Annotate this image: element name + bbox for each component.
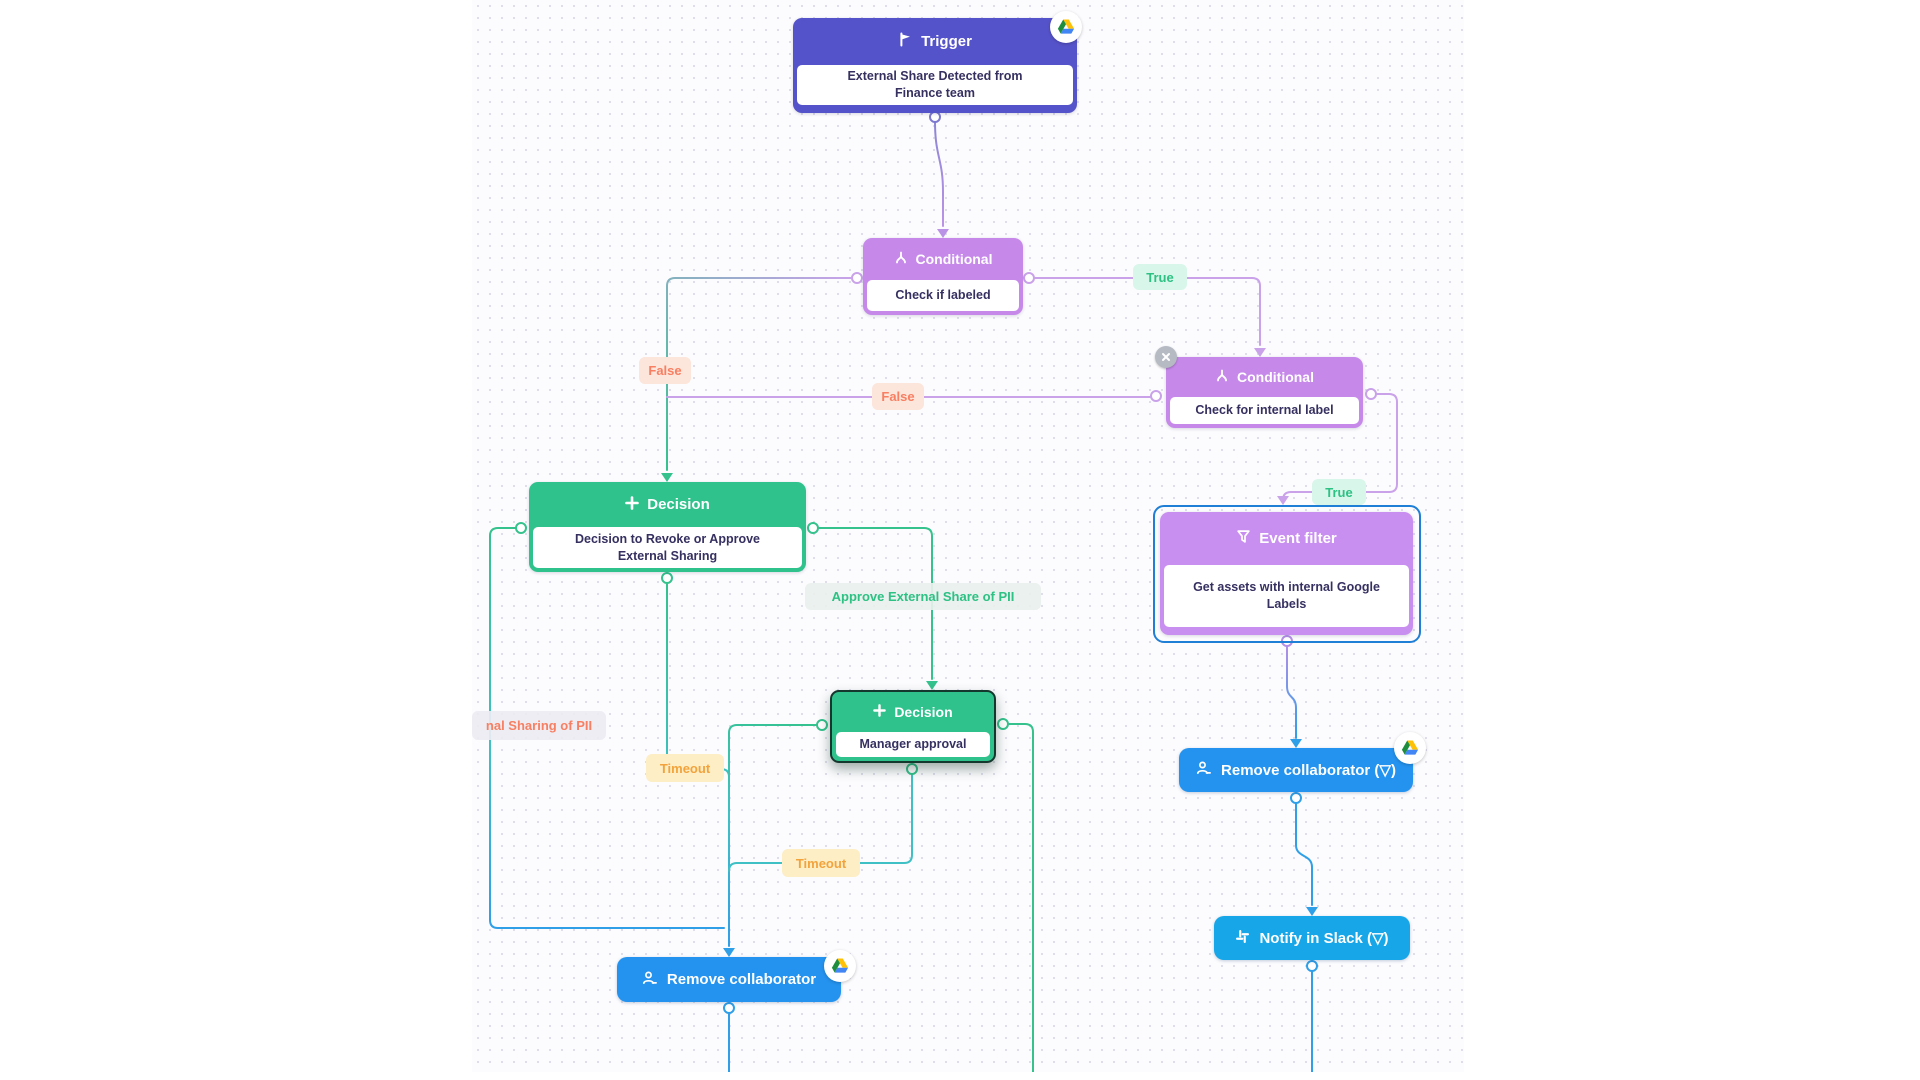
branch-icon [894,251,908,268]
edge-decision2-right-down [1007,723,1034,1072]
edge-removecollab-to-notify [1295,801,1313,906]
node-trigger[interactable]: Trigger External Share Detected from Fin… [793,18,1077,113]
port-removecollab2-bottom [723,1002,735,1014]
edge-label-approve[interactable]: Approve External Share of PII [805,583,1041,610]
port-removecollab-filter-bottom [1290,792,1302,804]
edge-conditional1-false [666,277,853,471]
node-description-line: External Sharing [617,548,718,563]
edge-decision1-timeout [666,581,730,778]
node-description-line: Finance team [895,86,975,100]
port-conditional2-right [1365,388,1377,400]
node-conditional-check-labeled[interactable]: Conditional Check if labeled [863,238,1023,315]
node-decision-revoke-approve[interactable]: Decision Decision to Revoke or Approve E… [529,482,806,572]
person-remove-icon [1196,760,1212,780]
port-trigger-bottom [929,111,941,123]
edge-decision2-left [728,724,823,947]
port-conditional2-left [1150,390,1162,402]
port-notify-bottom [1306,960,1318,972]
node-label: Notify in Slack (▽) [1259,930,1389,947]
google-drive-badge [1394,732,1426,764]
node-title: Trigger [921,33,972,50]
node-description-line: Decision to Revoke or Approve [575,531,760,546]
google-drive-icon [1401,740,1419,755]
google-drive-icon [1057,19,1075,34]
edge-label-true-1[interactable]: True [1133,264,1187,290]
node-title: Decision [894,704,953,720]
port-decision2-bottom [906,763,918,775]
edge-conditional2-true [1282,393,1398,504]
close-icon[interactable] [1155,346,1177,368]
edge-eventfilter-to-removecollab [1286,644,1297,739]
node-description-line: External Share Detected from [847,69,1023,84]
decision-icon [625,495,640,514]
port-decision2-left [816,719,828,731]
edge-trigger-to-conditional1 [934,120,944,227]
port-decision1-left [515,522,527,534]
google-drive-icon [831,958,849,973]
ports[interactable] [515,111,1377,1014]
node-title: Event filter [1259,530,1337,547]
person-remove-icon [642,970,658,990]
edge-decision1-approve [816,527,933,680]
slack-icon [1235,929,1250,948]
branch-icon [1215,369,1229,386]
edge-label-timeout-2[interactable]: Timeout [782,849,860,877]
node-event-filter[interactable]: Event filter Get assets with internal Go… [1160,512,1413,635]
edge-conditional1-true [1033,277,1261,346]
port-conditional1-right [1023,272,1035,284]
node-title: Conditional [915,251,993,267]
node-title: Conditional [1237,369,1314,385]
decision-icon [873,704,887,720]
selection-outline [1153,505,1421,643]
funnel-icon [1236,529,1251,548]
node-remove-collaborator[interactable]: Remove collaborator [617,957,841,1002]
node-label: Remove collaborator (▽) [1221,762,1396,779]
edge-label-false-1[interactable]: False [639,357,691,384]
google-drive-badge [1050,11,1082,43]
flow-canvas[interactable]: True False False True Approve External S… [472,0,1464,1072]
node-decision-manager-approval[interactable]: Decision Manager approval [830,690,996,763]
node-notify-slack[interactable]: Notify in Slack (▽) [1214,916,1410,960]
edge-decision2-timeout [728,772,913,872]
node-description-line: Labels [1266,597,1307,611]
google-drive-badge [824,950,856,982]
edge-label-false-2[interactable]: False [872,383,924,410]
node-description: Manager approval [859,737,967,752]
node-description-line: Get assets with internal Google [1193,580,1380,595]
edge-label-true-2[interactable]: True [1312,479,1366,505]
flag-icon [898,32,913,51]
arrowheads [661,229,1318,957]
node-label: Remove collaborator [666,971,817,988]
node-conditional-check-internal[interactable]: Conditional Check for internal label [1166,357,1363,428]
node-description: Check for internal label [1195,403,1334,418]
port-decision1-bottom [661,572,673,584]
node-title: Decision [647,496,710,513]
port-conditional1-left [851,272,863,284]
edge-label-revoke-clipped[interactable]: nal Sharing of PII [472,711,606,740]
port-decision2-right [997,718,1009,730]
node-description: Check if labeled [895,288,991,303]
port-decision1-right [807,522,819,534]
node-remove-collaborator-filter[interactable]: Remove collaborator (▽) [1179,748,1413,792]
edge-label-timeout-1[interactable]: Timeout [646,754,724,782]
